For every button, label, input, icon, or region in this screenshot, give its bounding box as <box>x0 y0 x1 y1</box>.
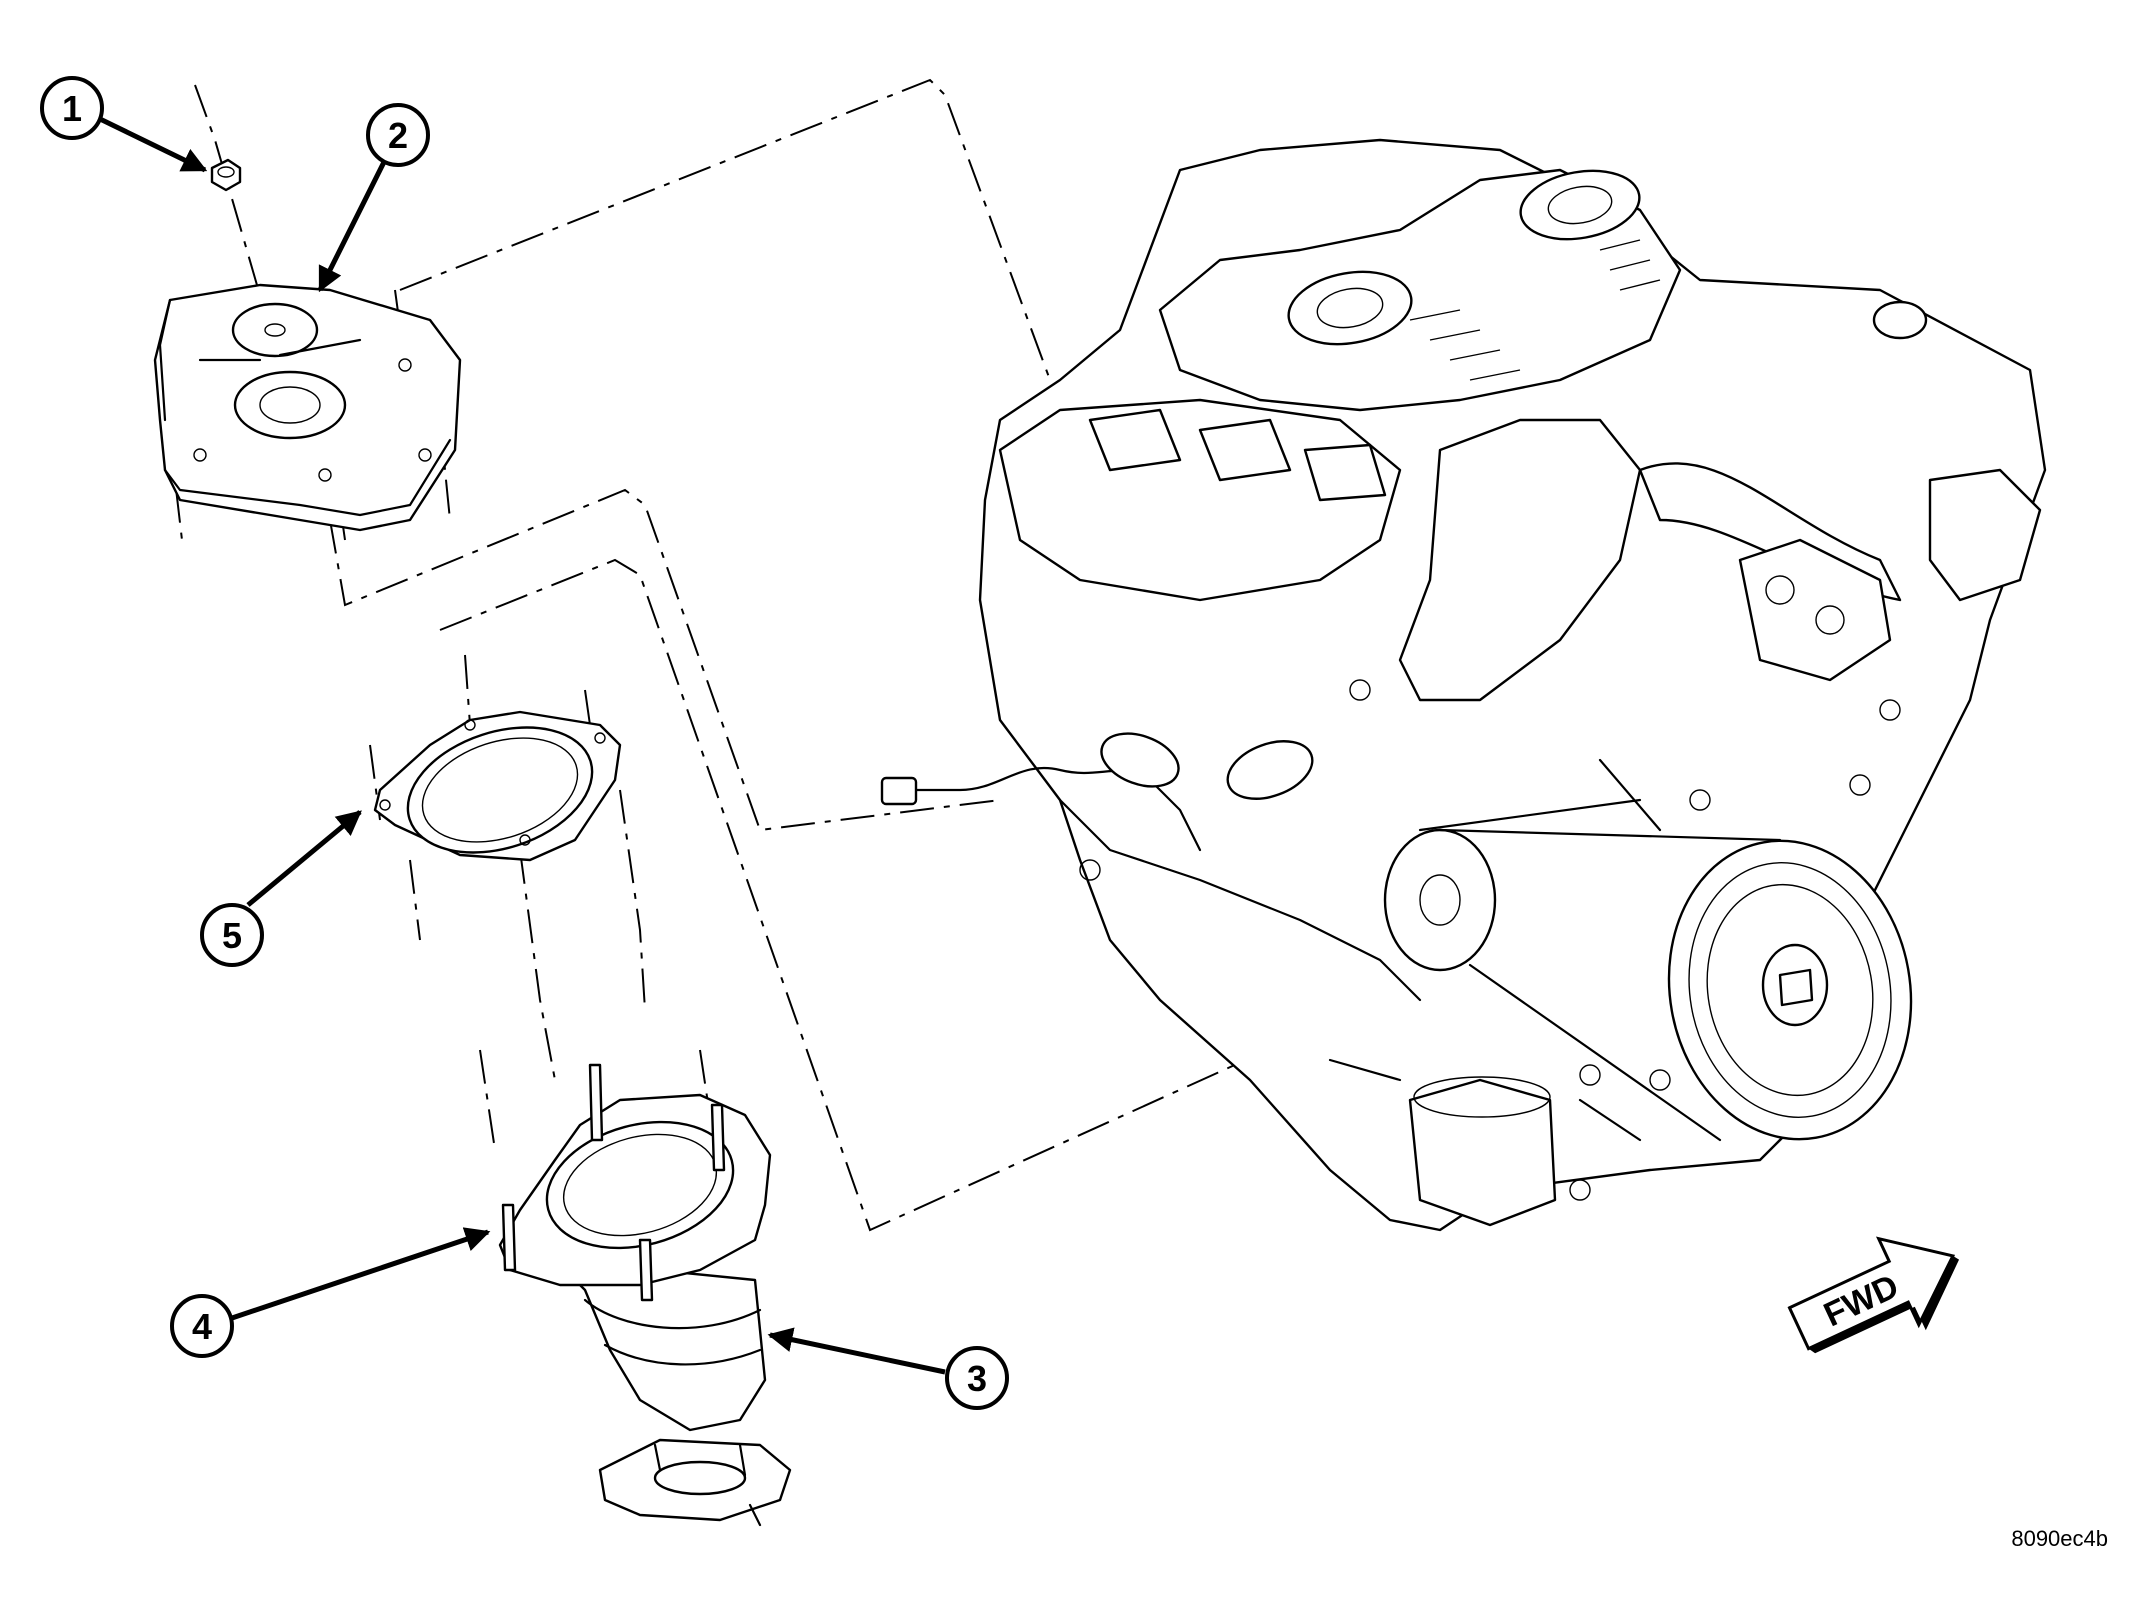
leader-3 <box>767 1327 946 1375</box>
figure-code: 8090ec4b <box>2011 1526 2108 1551</box>
callout-3: 3 <box>945 1346 1009 1410</box>
callout-2-label: 2 <box>388 115 408 156</box>
callout-2: 2 <box>366 103 430 167</box>
leader-arrows <box>96 115 946 1375</box>
callout-1-label: 1 <box>62 88 82 129</box>
forward-direction-arrow: FWD <box>1787 1236 1960 1354</box>
callout-4: 4 <box>170 1294 234 1358</box>
catalytic-converter-part <box>498 1063 792 1527</box>
callout-1: 1 <box>40 76 104 140</box>
callout-4-label: 4 <box>192 1306 212 1347</box>
nut-part <box>210 158 242 192</box>
heat-shield-part <box>153 283 462 532</box>
callout-5: 5 <box>200 903 264 967</box>
engine-assembly <box>880 138 2047 1232</box>
callout-3-label: 3 <box>967 1358 987 1399</box>
leader-1 <box>96 115 208 173</box>
leader-2 <box>317 158 388 293</box>
gasket-part <box>373 710 622 862</box>
leader-4 <box>231 1227 491 1321</box>
leader-5 <box>246 810 362 907</box>
callout-5-label: 5 <box>222 915 242 956</box>
